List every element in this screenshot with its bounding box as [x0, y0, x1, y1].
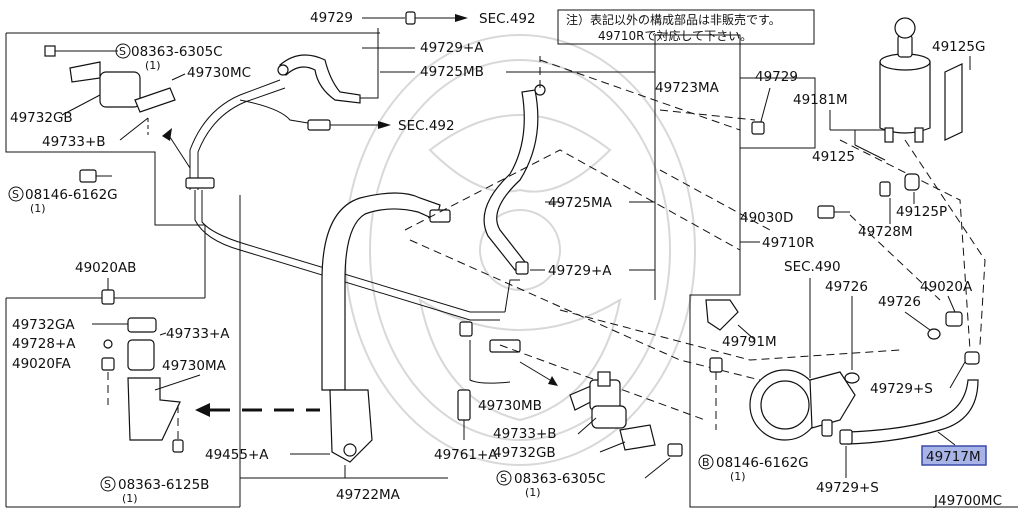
callout-49181m[interactable]: 49181M: [793, 92, 848, 108]
highlight-box-49717m[interactable]: [921, 445, 987, 466]
callout-49717m[interactable]: 49717M: [926, 449, 981, 465]
circle-s-bottom-left: [100, 476, 116, 492]
bolt-top-left: [44, 45, 56, 57]
hose-49717m-group: 49729+S 49729+S 49717M: [816, 351, 987, 496]
qty-08146-6162g-top: (1): [30, 202, 46, 215]
callout-08363-6125b[interactable]: 08363-6125B: [118, 477, 209, 493]
watermark-emblem: [344, 34, 696, 466]
callout-49729s-b[interactable]: 49729+S: [816, 480, 879, 496]
pipe-assembly-49710r: [185, 79, 521, 384]
callout-49732ga[interactable]: 49732GA: [12, 317, 75, 333]
bottom-middle-group: 49455+A 49722MA 49761+A: [205, 389, 498, 503]
circle-s-left: [8, 186, 24, 202]
callout-49729a-mid[interactable]: 49729+A: [548, 263, 612, 279]
bolt-08146-top-group: S 08146-6162G (1): [8, 169, 118, 215]
pump-body: [809, 371, 856, 429]
hose-49725mb: [277, 28, 379, 104]
callout-49726-b[interactable]: 49726: [878, 294, 921, 310]
callout-49723ma[interactable]: 49723MA: [655, 80, 720, 96]
note-line-2: 49710Rで対応して下さい。: [598, 29, 752, 43]
callout-49030d[interactable]: 49030D: [740, 210, 793, 226]
callout-49455a[interactable]: 49455+A: [205, 447, 269, 463]
callout-49733b-bot[interactable]: 49733+B: [493, 426, 557, 442]
callout-49732gb-top[interactable]: 49732GB: [10, 110, 73, 126]
callout-08363-6305c-bot[interactable]: 08363-6305C: [514, 471, 606, 487]
callout-49125[interactable]: 49125: [812, 149, 855, 165]
callout-49726-a[interactable]: 49726: [825, 279, 868, 295]
circle-s-bottom-mid: [496, 470, 512, 486]
circle-b-bottom-letter: B: [702, 456, 710, 469]
callout-49733a[interactable]: 49733+A: [166, 326, 230, 342]
callout-49125g[interactable]: 49125G: [932, 39, 985, 55]
callout-49722ma[interactable]: 49722MA: [336, 487, 401, 503]
callout-49020ab[interactable]: 49020AB: [75, 260, 136, 276]
callout-49725ma[interactable]: 49725MA: [548, 195, 613, 211]
circle-b-bottom: [698, 454, 714, 470]
ref-sec492-mid[interactable]: SEC.492: [398, 118, 455, 134]
callout-49730ma[interactable]: 49730MA: [162, 358, 227, 374]
callout-49020fa[interactable]: 49020FA: [12, 356, 71, 372]
callout-49761a[interactable]: 49761+A: [434, 447, 498, 463]
right-frame: [654, 34, 1018, 508]
qty-08363-6305c-top: (1): [145, 59, 161, 72]
callout-49728m[interactable]: 49728M: [858, 224, 913, 240]
middle-bracket-group: 49730MB 49733+B 49732GB S 08363-6305C (1…: [478, 361, 683, 499]
callout-49710r[interactable]: 49710R: [762, 235, 814, 251]
ref-sec490[interactable]: SEC.490: [784, 259, 841, 275]
callout-49791m[interactable]: 49791M: [722, 334, 777, 350]
callout-08146-6162g-bot[interactable]: 08146-6162G: [716, 455, 809, 471]
callout-08146-6162g-top[interactable]: 08146-6162G: [25, 187, 118, 203]
sec492-mid-group: SEC.492: [307, 118, 455, 134]
qty-08363-6125b: (1): [122, 492, 138, 505]
diagram-id: J49700MC: [933, 493, 1002, 509]
callout-49725mb[interactable]: 49725MB: [420, 64, 484, 80]
note-line-1: 注）表記以外の構成部品は非販売です。: [566, 12, 781, 27]
callout-49732gb-bot[interactable]: 49732GB: [493, 445, 556, 461]
callout-49728a[interactable]: 49728+A: [12, 336, 76, 352]
arrow-sec492-mid: [378, 121, 391, 129]
circle-s-bottom-left-letter: S: [104, 478, 111, 491]
callout-49730mc[interactable]: 49730MC: [187, 65, 251, 81]
circle-s-top-letter: S: [119, 45, 126, 58]
arrow-down-right: [548, 376, 558, 386]
callout-49020a[interactable]: 49020A: [920, 279, 973, 295]
reservoir-group: 49729 49181M 49125 49125G 49030D 49125P …: [739, 17, 985, 251]
callout-49125p[interactable]: 49125P: [896, 204, 947, 220]
pump-group: SEC.490 49726 49726 49020A 49791M B 0814…: [698, 259, 973, 483]
ref-sec492-top[interactable]: SEC.492: [479, 11, 536, 27]
bracket-49730mc-group: S 08363-6305C (1) 49730MC 49732GB 49733+…: [10, 43, 251, 169]
hose-49722ma: [321, 192, 451, 463]
callout-49730mb[interactable]: 49730MB: [478, 398, 542, 414]
top-fitting-group: SEC.492 49729 49729+A 49725MB 49723MA: [310, 10, 720, 96]
circle-s-left-letter: S: [12, 188, 19, 201]
callout-08363-6305c-top[interactable]: 08363-6305C: [131, 44, 223, 60]
reservoir-cap: [894, 17, 916, 39]
hose-49717m[interactable]: [847, 379, 979, 445]
arrow-sec492-top: [455, 14, 468, 22]
callout-49729s-a[interactable]: 49729+S: [870, 381, 933, 397]
arrow-left: [195, 403, 210, 417]
circle-s-bottom-mid-letter: S: [500, 472, 507, 485]
arrow-up-left: [162, 128, 172, 141]
callout-49729-top[interactable]: 49729: [310, 10, 353, 26]
hose-49725ma: 49725MA 49729+A: [483, 56, 655, 279]
callout-49733b-top[interactable]: 49733+B: [42, 134, 106, 150]
callout-49729-right[interactable]: 49729: [755, 69, 798, 85]
callout-49729a-top[interactable]: 49729+A: [420, 40, 484, 56]
note-box: 注）表記以外の構成部品は非販売です。 49710Rで対応して下さい。: [557, 9, 815, 45]
circle-s-top: [115, 43, 131, 59]
qty-08363-6305c-bot: (1): [525, 486, 541, 499]
lower-left-bracket-group: 49020AB 49732GA 49728+A 49020FA 49733+A …: [12, 260, 320, 505]
qty-08146-6162g-bot: (1): [730, 470, 746, 483]
